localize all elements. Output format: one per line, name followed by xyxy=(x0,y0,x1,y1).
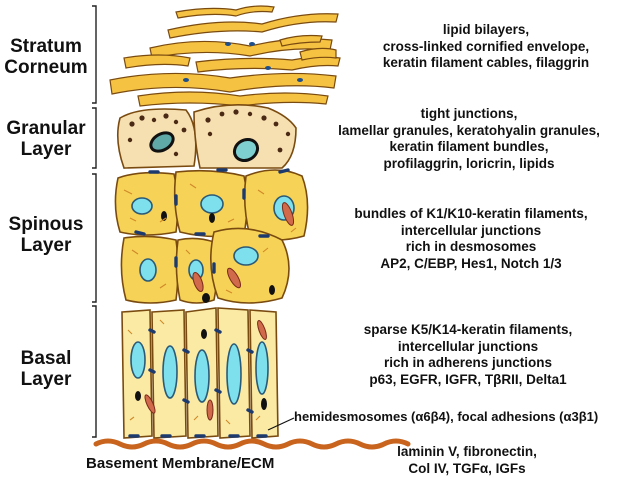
description-basal: sparse K5/K14-keratin filaments, interce… xyxy=(363,322,573,387)
corneum-flakes xyxy=(109,5,341,107)
description-stratum-corneum: lipid bilayers, cross-linked cornified e… xyxy=(382,22,590,70)
basement-membrane-line xyxy=(93,438,411,450)
granular-cells xyxy=(116,104,297,169)
keratohyalin-granules xyxy=(127,109,291,157)
basement-membrane-label: Basement Membrane/ECM xyxy=(86,455,275,472)
description-spinous: bundles of K1/K10-keratin filaments, int… xyxy=(354,206,588,271)
hemidesmosome-pointer xyxy=(267,417,295,431)
spinous-cells xyxy=(114,169,309,304)
organelles xyxy=(144,202,295,421)
hemidesmosome-label: hemidesmosomes (α6β4), focal adhesions (… xyxy=(294,409,599,424)
description-basement-membrane: laminin V, fibronectin, Col IV, TGFα, IG… xyxy=(397,444,537,476)
keratin-filaments xyxy=(123,183,297,425)
layer-brackets xyxy=(92,5,97,438)
basal-nuclei xyxy=(130,341,269,405)
cell-junctions xyxy=(128,168,290,438)
description-granular: tight junctions, lamellar granules, kera… xyxy=(338,106,600,171)
